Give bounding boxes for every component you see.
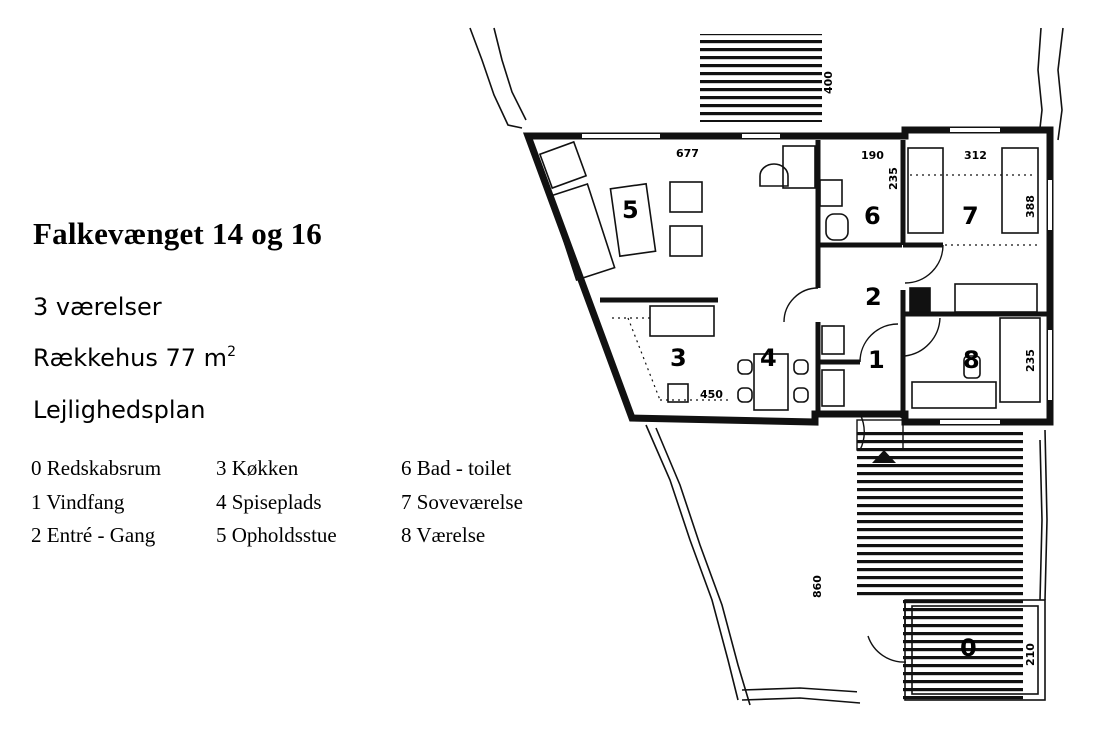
room-numbers: 5 6 7 2 3 4 1 8 0 [622,196,980,662]
legend-item-0: 0 Redskabsrum [31,456,162,480]
dimension-400: 400 [822,71,835,94]
legend-item-3: 3 Køkken [216,456,299,480]
dimension-235-top: 235 [887,167,900,190]
interior-walls [600,140,1048,418]
door-swings [783,244,944,663]
legend-item-1: 1 Vindfang [31,489,125,514]
room-number-0: 0 [960,634,977,662]
room-number-7: 7 [962,202,979,230]
room-count: 3 værelser [33,293,162,321]
north-terrace [700,34,822,122]
dimension-235-right: 235 [1024,349,1037,372]
legend-item-2: 2 Entré - Gang [31,523,156,547]
room-number-8: 8 [963,346,980,374]
room-number-3: 3 [670,344,687,372]
entrance-marker [872,450,896,463]
area-exponent: 2 [227,344,236,360]
legend-item-5: 5 Opholdsstue [216,523,337,547]
boundary-hedges [469,27,1064,706]
furniture [538,140,1046,701]
room-number-4: 4 [760,344,777,372]
dimension-190: 190 [861,149,884,162]
dotted-lines [612,174,1040,401]
housing-type-area: Rækkehus 77 m2 [33,344,236,372]
dimension-210: 210 [1024,643,1037,666]
outer-walls [522,126,1054,426]
housing-type-area-text: Rækkehus 77 m [33,344,228,372]
dimension-388: 388 [1024,195,1037,218]
dimension-860: 860 [811,575,824,598]
dimension-677: 677 [676,147,699,160]
entrance-step [856,419,904,451]
page-title: Falkevænget 14 og 16 [33,216,323,251]
legend-item-6: 6 Bad - toilet [401,456,512,480]
room-number-1: 1 [868,346,885,374]
room-number-6: 6 [864,202,881,230]
legend-item-7: 7 Soveværelse [401,489,523,514]
dimension-labels: 400 677 190 312 235 388 235 450 860 210 [676,71,1037,666]
plan-label: Lejlighedsplan [33,396,206,424]
dimension-450: 450 [700,388,723,401]
dimension-312: 312 [964,149,987,162]
room-number-5: 5 [622,196,639,224]
legend-item-8: 8 Værelse [401,523,486,547]
room-number-2: 2 [865,283,882,311]
legend-item-4: 4 Spiseplads [216,489,322,514]
room-legend: 0 Redskabsrum 3 Køkken 6 Bad - toilet 1 … [31,452,586,553]
window-openings [582,128,1052,424]
